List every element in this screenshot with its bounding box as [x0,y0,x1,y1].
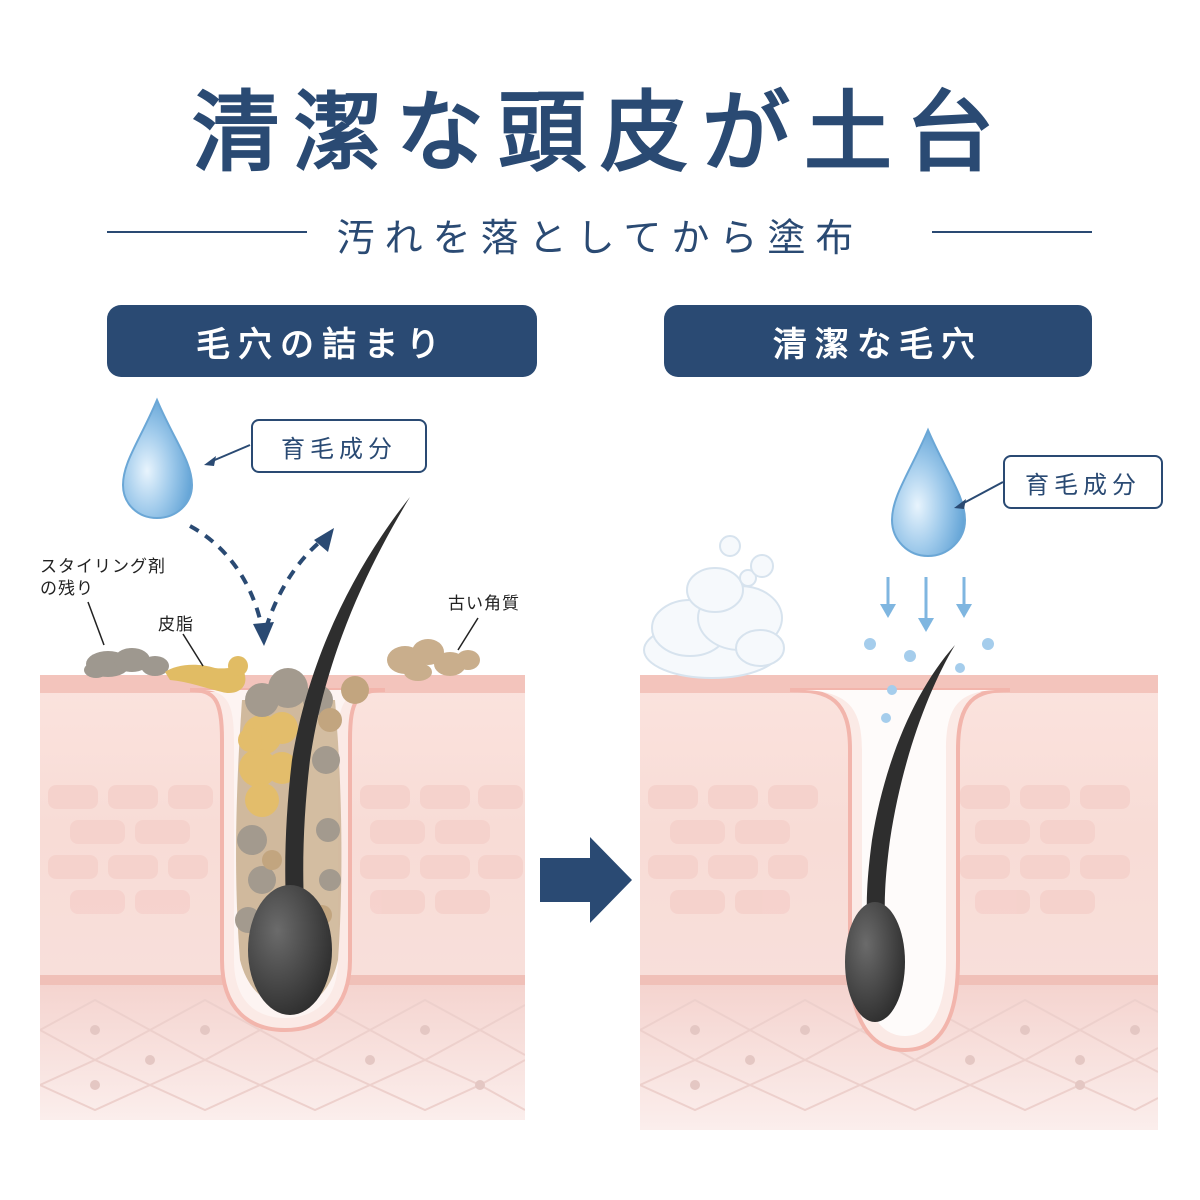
callout-hair-growth-ingredient-left: 育毛成分 [251,419,427,473]
annotation-sebum: 皮脂 [158,615,194,635]
callout-hair-growth-ingredient-right: 育毛成分 [1003,455,1163,509]
subtitle-rule-right [932,231,1092,233]
page-title: 清潔な頭皮が土台 [191,80,1008,184]
foam [643,535,785,679]
left-callout-pointer [209,444,251,463]
old-keratin [387,639,480,681]
bounce-arrows [189,524,324,629]
page-subtitle: 汚れを落としてから塗布 [336,216,864,260]
annotation-styling-residue-line2: の残り [40,579,94,599]
subtitle-rule-left [107,231,307,233]
sebum-blob [165,656,248,694]
panel-label-clean: 清潔な毛穴 [664,305,1092,377]
panel-label-clogged: 毛穴の詰まり [107,305,537,377]
right-skin-section [640,675,1158,1130]
annotation-styling-residue-line1: スタイリング剤 [40,557,166,577]
styling-residue [84,648,169,678]
transition-arrow-icon [540,837,632,923]
annotation-styling-residue: スタイリング剤 の残り [40,556,166,600]
right-water-drop-icon [890,427,967,558]
right-hair [845,645,955,1022]
right-callout-pointer [959,481,1004,506]
annotation-old-keratin: 古い角質 [448,594,520,614]
left-water-drop-icon [121,397,194,520]
penetration-arrows [880,577,972,632]
left-hair [248,497,410,1015]
ingredient-droplets [864,638,994,723]
